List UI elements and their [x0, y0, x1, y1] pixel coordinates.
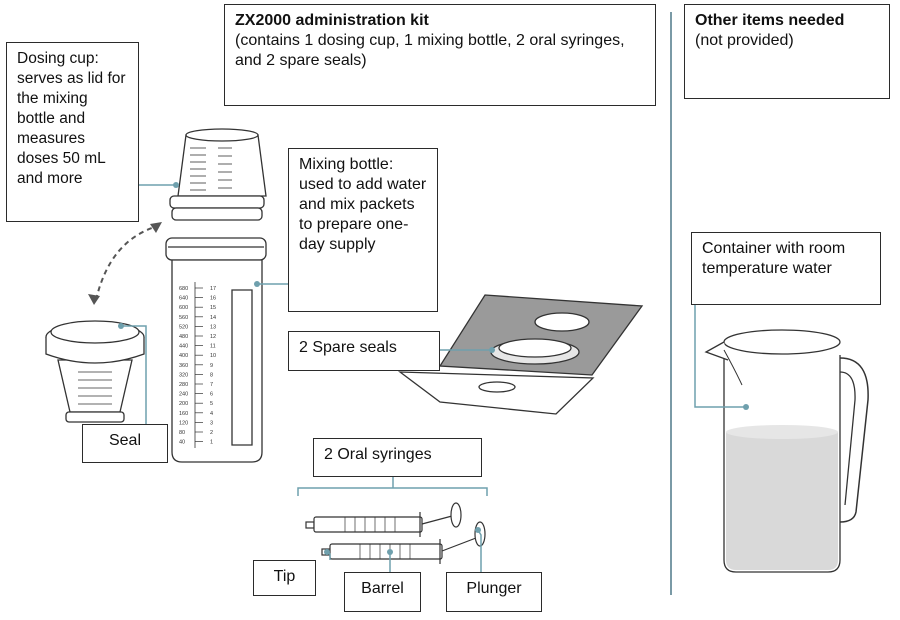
arrow-head-top	[150, 222, 162, 233]
scale-dose-12: 12	[210, 334, 216, 340]
scale-ml-80: 80	[179, 430, 185, 436]
other-items-subtitle: (not provided)	[695, 32, 794, 49]
dosing-cup-label: Dosing cup: serves as lid for the mixing…	[6, 42, 139, 222]
scale-ml-400: 400	[179, 353, 188, 359]
syringe-bracket	[297, 477, 488, 496]
arrow-head-bottom	[88, 294, 100, 305]
kit-subtitle: (contains 1 dosing cup, 1 mixing bottle,…	[235, 32, 625, 69]
mixing-bottle-illustration	[165, 237, 267, 463]
scale-dose-7: 7	[210, 382, 213, 388]
scale-dose-5: 5	[210, 401, 213, 407]
scale-ml-560: 560	[179, 315, 188, 321]
scale-dose-4: 4	[210, 411, 213, 417]
dosing-cup-illustration	[169, 128, 267, 221]
scale-dose-16: 16	[210, 296, 216, 302]
seal-swap-arrow	[95, 225, 159, 301]
scale-ml-200: 200	[179, 401, 188, 407]
scale-dose-10: 10	[210, 353, 216, 359]
oral-syringes-label: 2 Oral syringes	[313, 438, 482, 477]
scale-dose-17: 17	[210, 286, 216, 292]
scale-ml-320: 320	[179, 372, 188, 378]
scale-dose-11: 11	[210, 344, 216, 350]
scale-ml-520: 520	[179, 324, 188, 330]
container-label: Container with room temperature water	[691, 232, 881, 305]
scale-dose-15: 15	[210, 305, 216, 311]
scale-ml-440: 440	[179, 344, 188, 350]
barrel-label: Barrel	[344, 572, 421, 612]
plunger-label: Plunger	[446, 572, 542, 612]
scale-dose-8: 8	[210, 372, 213, 378]
scale-ml-600: 600	[179, 305, 188, 311]
oral-syringe-1	[305, 502, 462, 537]
scale-ml-40: 40	[179, 440, 185, 446]
scale-dose-3: 3	[210, 420, 213, 426]
scale-ml-120: 120	[179, 420, 188, 426]
spare-seals-label: 2 Spare seals	[288, 331, 440, 371]
kit-header-box: ZX2000 administration kit (contains 1 do…	[224, 4, 656, 106]
seal-cup-illustration	[45, 320, 145, 423]
scale-ml-640: 640	[179, 296, 188, 302]
scale-dose-13: 13	[210, 324, 216, 330]
spare-seals-packet	[397, 294, 644, 415]
scale-dose-2: 2	[210, 430, 213, 436]
kit-title: ZX2000 administration kit	[235, 12, 429, 29]
scale-ml-480: 480	[179, 334, 188, 340]
tip-label: Tip	[253, 560, 316, 596]
other-items-box: Other items needed (not provided)	[684, 4, 890, 99]
mixing-bottle-label: Mixing bottle: used to add water and mix…	[288, 148, 438, 312]
leader-lines	[121, 184, 746, 572]
scale-ml-360: 360	[179, 363, 188, 369]
water-pitcher	[704, 329, 869, 573]
scale-ml-680: 680	[179, 286, 188, 292]
scale-dose-14: 14	[210, 315, 216, 321]
scale-dose-1: 1	[210, 440, 213, 446]
scale-ml-280: 280	[179, 382, 188, 388]
scale-ml-240: 240	[179, 392, 188, 398]
other-items-title: Other items needed	[695, 12, 845, 29]
scale-dose-9: 9	[210, 363, 213, 369]
seal-label: Seal	[82, 424, 168, 463]
scale-ml-160: 160	[179, 411, 188, 417]
scale-dose-6: 6	[210, 392, 213, 398]
